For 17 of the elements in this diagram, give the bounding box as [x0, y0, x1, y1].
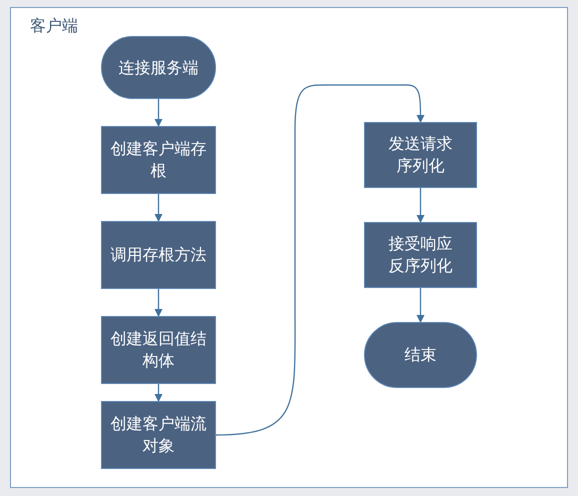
arrow	[154, 384, 162, 402]
arrow	[416, 188, 424, 223]
arrow	[154, 289, 162, 317]
arrow	[216, 84, 424, 436]
process-box: 创建客户端存根	[101, 126, 216, 194]
terminal-shape: 连接服务端	[101, 36, 216, 99]
process-box: 接受响应反序列化	[364, 222, 477, 288]
arrow	[416, 288, 424, 323]
arrow	[154, 194, 162, 222]
frame-title: 客户端	[30, 16, 78, 37]
arrow	[154, 99, 162, 127]
process-box: 调用存根方法	[101, 221, 216, 289]
terminal-shape: 结束	[364, 322, 477, 388]
process-box: 创建客户端流对象	[101, 401, 216, 469]
process-box: 创建返回值结构体	[101, 316, 216, 384]
process-box: 发送请求序列化	[364, 122, 477, 188]
container-frame	[10, 7, 568, 488]
